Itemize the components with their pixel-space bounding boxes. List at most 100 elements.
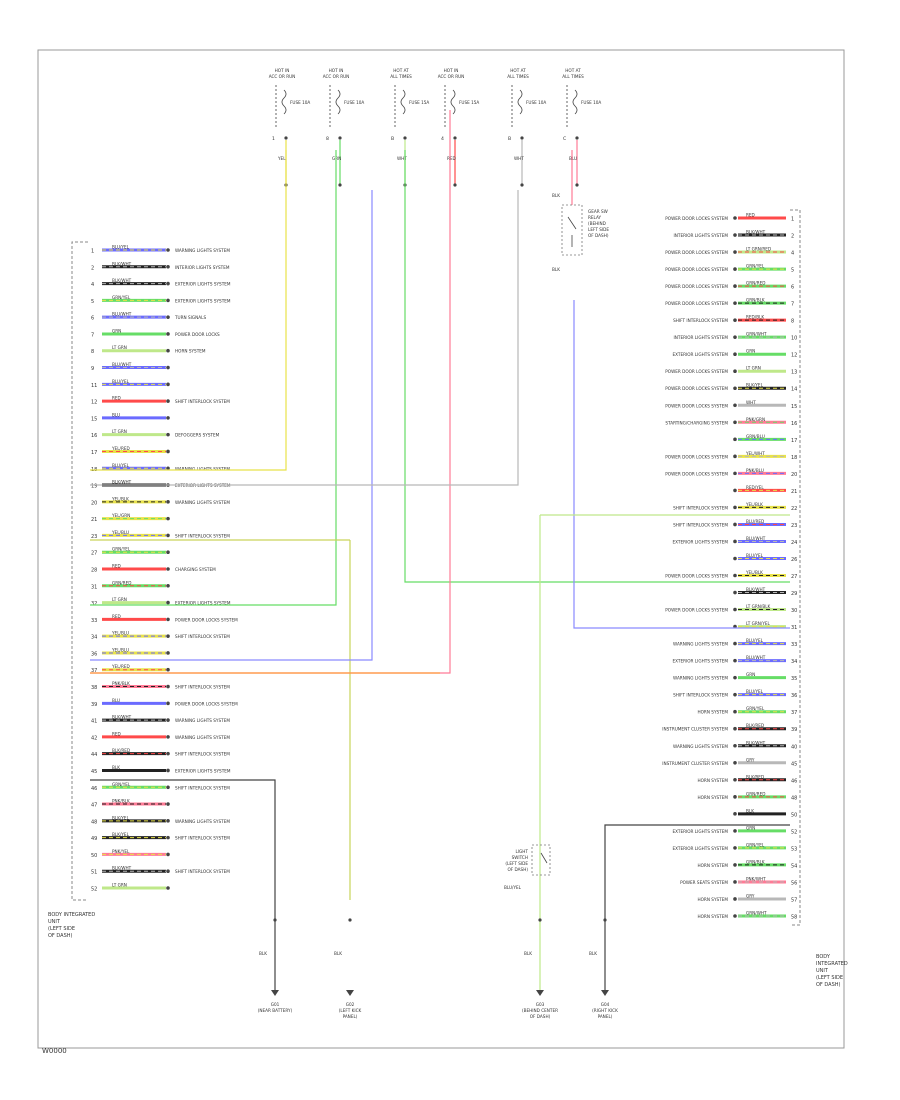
left-pin-wire-label: BLU/YEL: [112, 379, 130, 384]
right-pin-wire-label: LT GRN/YEL: [746, 621, 771, 626]
left-pin-wire-label: BLK/YEL: [112, 815, 130, 820]
left-pin-terminal: [166, 382, 170, 387]
right-pin-number: 52: [791, 829, 797, 835]
fuse-pin: B: [391, 136, 394, 142]
left-pin-number: 41: [91, 719, 97, 725]
left-pin-number: 38: [91, 685, 97, 691]
right-pin-number: 53: [791, 846, 797, 852]
left-pin-wire-label: RED: [112, 564, 121, 569]
right-pin-terminal: [733, 743, 737, 748]
right-pin-system: INSTRUMENT CLUSTER SYSTEM: [662, 727, 728, 732]
right-pin-system: POWER DOOR LOCKS SYSTEM: [665, 471, 728, 476]
right-pin-terminal: [733, 778, 737, 782]
right-pin-system: INTERIOR LIGHTS SYSTEM: [674, 233, 729, 238]
right-pin-system: HORN SYSTEM: [697, 914, 728, 919]
right-pin-terminal: [733, 897, 737, 901]
fuse-wire-label: BLU: [569, 156, 577, 161]
right-pin-wire-label: BLK/YEL: [746, 383, 764, 388]
right-pin-wire-label: YEL/BLK: [745, 502, 763, 507]
left-pin-wire-label: RED: [112, 396, 121, 401]
left-pin-wire-label: YEL/RED: [111, 664, 130, 669]
right-pin-wire-label: GRN/RED: [746, 791, 765, 796]
right-pin-terminal: [733, 812, 737, 816]
left-pin-terminal: [166, 583, 170, 588]
left-pin-system: WARNING LIGHTS SYSTEM: [175, 718, 230, 723]
left-pin-terminal: [166, 281, 170, 286]
fuse-symbol: [517, 89, 523, 115]
left-pin-system: SHIFT INTERLOCK SYSTEM: [175, 869, 230, 874]
left-pin-terminal: [166, 718, 170, 722]
left-pin-number: 16: [91, 433, 97, 439]
left-pin-number: 15: [91, 416, 97, 422]
right-pin-terminal: [733, 556, 737, 561]
right-pin-system: WARNING LIGHTS SYSTEM: [673, 642, 728, 647]
left-pin-number: 21: [91, 517, 97, 523]
left-pin-wire-label: BLU/WHT: [112, 362, 132, 367]
right-pin-terminal: [733, 522, 737, 527]
right-pin-system: EXTERIOR LIGHTS SYSTEM: [672, 352, 728, 357]
left-pin-terminal: [166, 600, 170, 605]
left-pin-wire-label: PNK/YEL: [112, 849, 130, 854]
left-pin-terminal: [166, 399, 170, 403]
right-pin-wire-label: BLU/YEL: [746, 638, 764, 643]
relay-label-line: LEFT SIDE: [588, 227, 609, 232]
left-pin-number: 4: [91, 282, 94, 288]
right-pin-wire-label: BLU/RED: [746, 519, 764, 524]
fuse-rating: FUSE 10A: [344, 100, 364, 105]
left-pin-wire-label: BLU: [112, 698, 120, 703]
relay-label-line: (BEHIND: [588, 221, 606, 226]
right-pin-number: 54: [791, 863, 797, 869]
relay-label-line: GEAR SW: [588, 209, 608, 214]
right-pin-number: 20: [791, 472, 797, 478]
left-pin-terminal: [166, 416, 170, 420]
right-pin-wire-label: LT GRN/BLK: [746, 604, 771, 609]
left-pin-number: 37: [91, 668, 97, 674]
left-pin-system: SHIFT INTERLOCK SYSTEM: [175, 836, 230, 841]
right-pin-terminal: [733, 318, 737, 322]
left-pin-system: SHIFT INTERLOCK SYSTEM: [175, 533, 230, 538]
left-pin-number: 1: [91, 249, 94, 255]
left-pin-terminal: [166, 667, 170, 672]
left-pin-number: 45: [91, 769, 97, 775]
left-pin-wire-label: LT GRN: [112, 429, 127, 434]
fuse-hot-label: HOT IN: [329, 68, 344, 73]
right-pin-number: 23: [791, 523, 797, 529]
right-pin-wire-label: GRN/BLK: [746, 859, 765, 864]
left-pin-wire-label: BLK/WHT: [112, 261, 132, 266]
left-pin-system: WARNING LIGHTS SYSTEM: [175, 735, 230, 740]
right-pin-wire-label: BLU/WHT: [746, 655, 766, 660]
left-pin-system: EXTERIOR LIGHTS SYSTEM: [175, 282, 231, 287]
right-pin-system: WARNING LIGHTS SYSTEM: [673, 676, 728, 681]
left-pin-system: EXTERIOR LIGHTS SYSTEM: [175, 768, 231, 773]
ground-label-line: G01: [271, 1002, 280, 1007]
right-pin-terminal: [733, 846, 737, 850]
right-pin-number: 39: [791, 727, 797, 733]
right-pin-terminal: [733, 863, 737, 867]
light-switch-contact: [540, 852, 548, 864]
right-pin-terminal: [733, 760, 737, 765]
ground-wire-label: BLK: [334, 951, 342, 956]
left-pin-terminal: [166, 651, 170, 655]
right-pin-system: INTERIOR LIGHTS SYSTEM: [674, 335, 729, 340]
right-pin-terminal: [733, 420, 737, 425]
left-pin-terminal: [166, 466, 170, 471]
